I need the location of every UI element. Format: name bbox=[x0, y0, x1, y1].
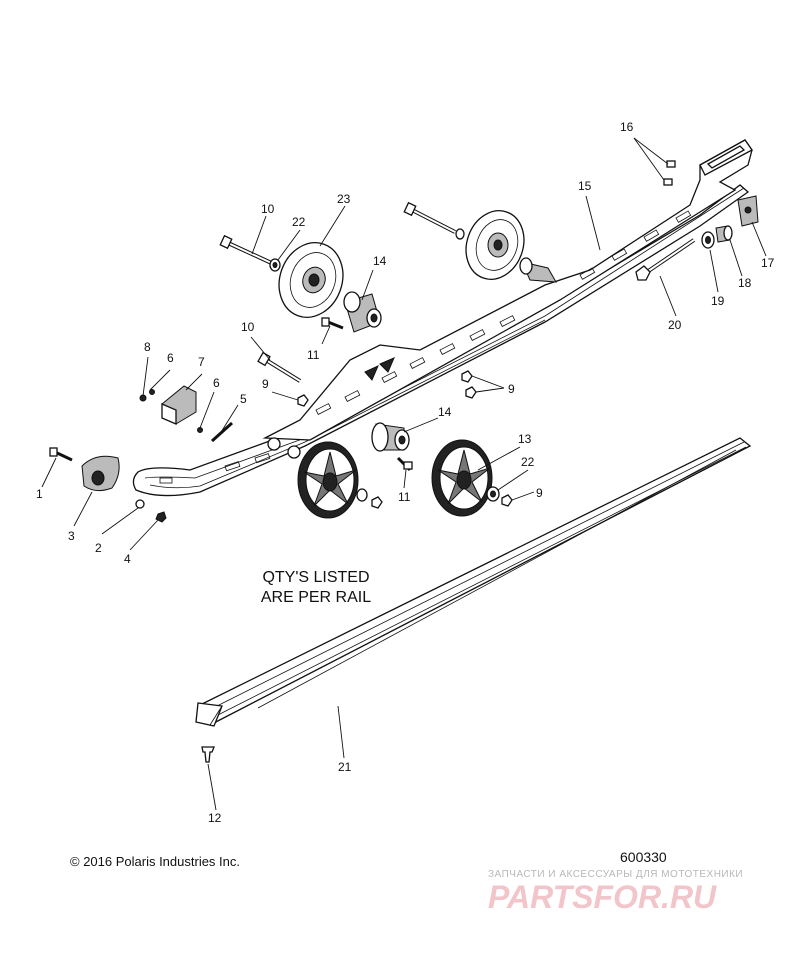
callout-2: 2 bbox=[95, 541, 102, 555]
callout-22b: 22 bbox=[521, 455, 535, 469]
callout-12: 12 bbox=[208, 811, 222, 825]
spacer-14-upper bbox=[343, 291, 382, 333]
callout-11b: 11 bbox=[398, 490, 411, 504]
screws-16 bbox=[663, 160, 676, 186]
callout-17: 17 bbox=[761, 256, 775, 270]
callout-22a: 22 bbox=[292, 215, 306, 229]
callout-19: 19 bbox=[711, 294, 725, 308]
bolt-10-upper bbox=[219, 234, 279, 268]
bolt-upper-right bbox=[403, 201, 465, 240]
screw-12 bbox=[201, 746, 215, 763]
bolt-11-upper bbox=[321, 317, 344, 330]
callout-11a: 11 bbox=[307, 348, 320, 362]
nut-9-group bbox=[297, 370, 513, 509]
callout-10b: 10 bbox=[241, 320, 255, 334]
callout-5: 5 bbox=[240, 392, 247, 406]
callout-13: 13 bbox=[518, 432, 532, 446]
slide-rail-21 bbox=[195, 437, 752, 727]
nut-19 bbox=[701, 231, 715, 249]
idler-wheel-23 bbox=[278, 242, 344, 318]
callout-6a: 6 bbox=[167, 351, 174, 365]
callout-15: 15 bbox=[578, 179, 592, 193]
callout-16: 16 bbox=[620, 120, 634, 134]
callout-18: 18 bbox=[738, 276, 752, 290]
callout-23: 23 bbox=[337, 192, 351, 206]
callout-9a: 9 bbox=[262, 377, 269, 391]
bumper-block-7 bbox=[161, 385, 197, 425]
nose-cap-3 bbox=[81, 455, 120, 492]
spacer-18 bbox=[715, 225, 733, 243]
idler-wheel-upper-right bbox=[465, 210, 525, 280]
callout-10a: 10 bbox=[261, 202, 275, 216]
copyright-text: © 2016 Polaris Industries Inc. bbox=[70, 854, 240, 869]
qty-note-line1: QTY'S LISTED bbox=[262, 569, 369, 586]
suspension-rail-15 bbox=[132, 139, 753, 497]
callout-7: 7 bbox=[198, 355, 205, 369]
upper-rail-spacer bbox=[519, 257, 557, 283]
callout-9c: 9 bbox=[536, 486, 543, 500]
screw-5 bbox=[210, 421, 234, 443]
wheel-13-right bbox=[431, 439, 493, 517]
bracket-17 bbox=[737, 195, 759, 227]
wheel-13-left bbox=[297, 441, 359, 519]
callout-14b: 14 bbox=[438, 405, 452, 419]
callout-labels: 1 2 3 4 5 6 6 7 8 9 9 9 10 10 11 11 12 1… bbox=[36, 120, 775, 825]
callout-21: 21 bbox=[338, 760, 352, 774]
figure-number: 600330 bbox=[620, 849, 667, 865]
bolt-20 bbox=[635, 238, 696, 281]
callout-1: 1 bbox=[36, 487, 43, 501]
callout-4: 4 bbox=[124, 552, 131, 566]
bolt-11-lower bbox=[396, 456, 413, 472]
callout-3: 3 bbox=[68, 529, 75, 543]
callout-9b: 9 bbox=[508, 382, 515, 396]
washer-22-upper bbox=[269, 258, 281, 272]
callout-6b: 6 bbox=[213, 376, 220, 390]
watermark-caption: ЗАПЧАСТИ И АКСЕССУАРЫ ДЛЯ МОТОТЕХНИКИ bbox=[488, 869, 743, 880]
leader-lines bbox=[41, 137, 767, 811]
callout-14a: 14 bbox=[373, 254, 387, 268]
qty-note-line2: ARE PER RAIL bbox=[261, 589, 371, 606]
watermark-logo: PARTSFOR.RU bbox=[488, 879, 717, 915]
callout-8: 8 bbox=[144, 340, 151, 354]
bolt-1 bbox=[49, 447, 73, 462]
callout-20: 20 bbox=[668, 318, 682, 332]
washer-2-nut-4 bbox=[135, 499, 167, 523]
spacer-14-lower bbox=[371, 422, 410, 452]
